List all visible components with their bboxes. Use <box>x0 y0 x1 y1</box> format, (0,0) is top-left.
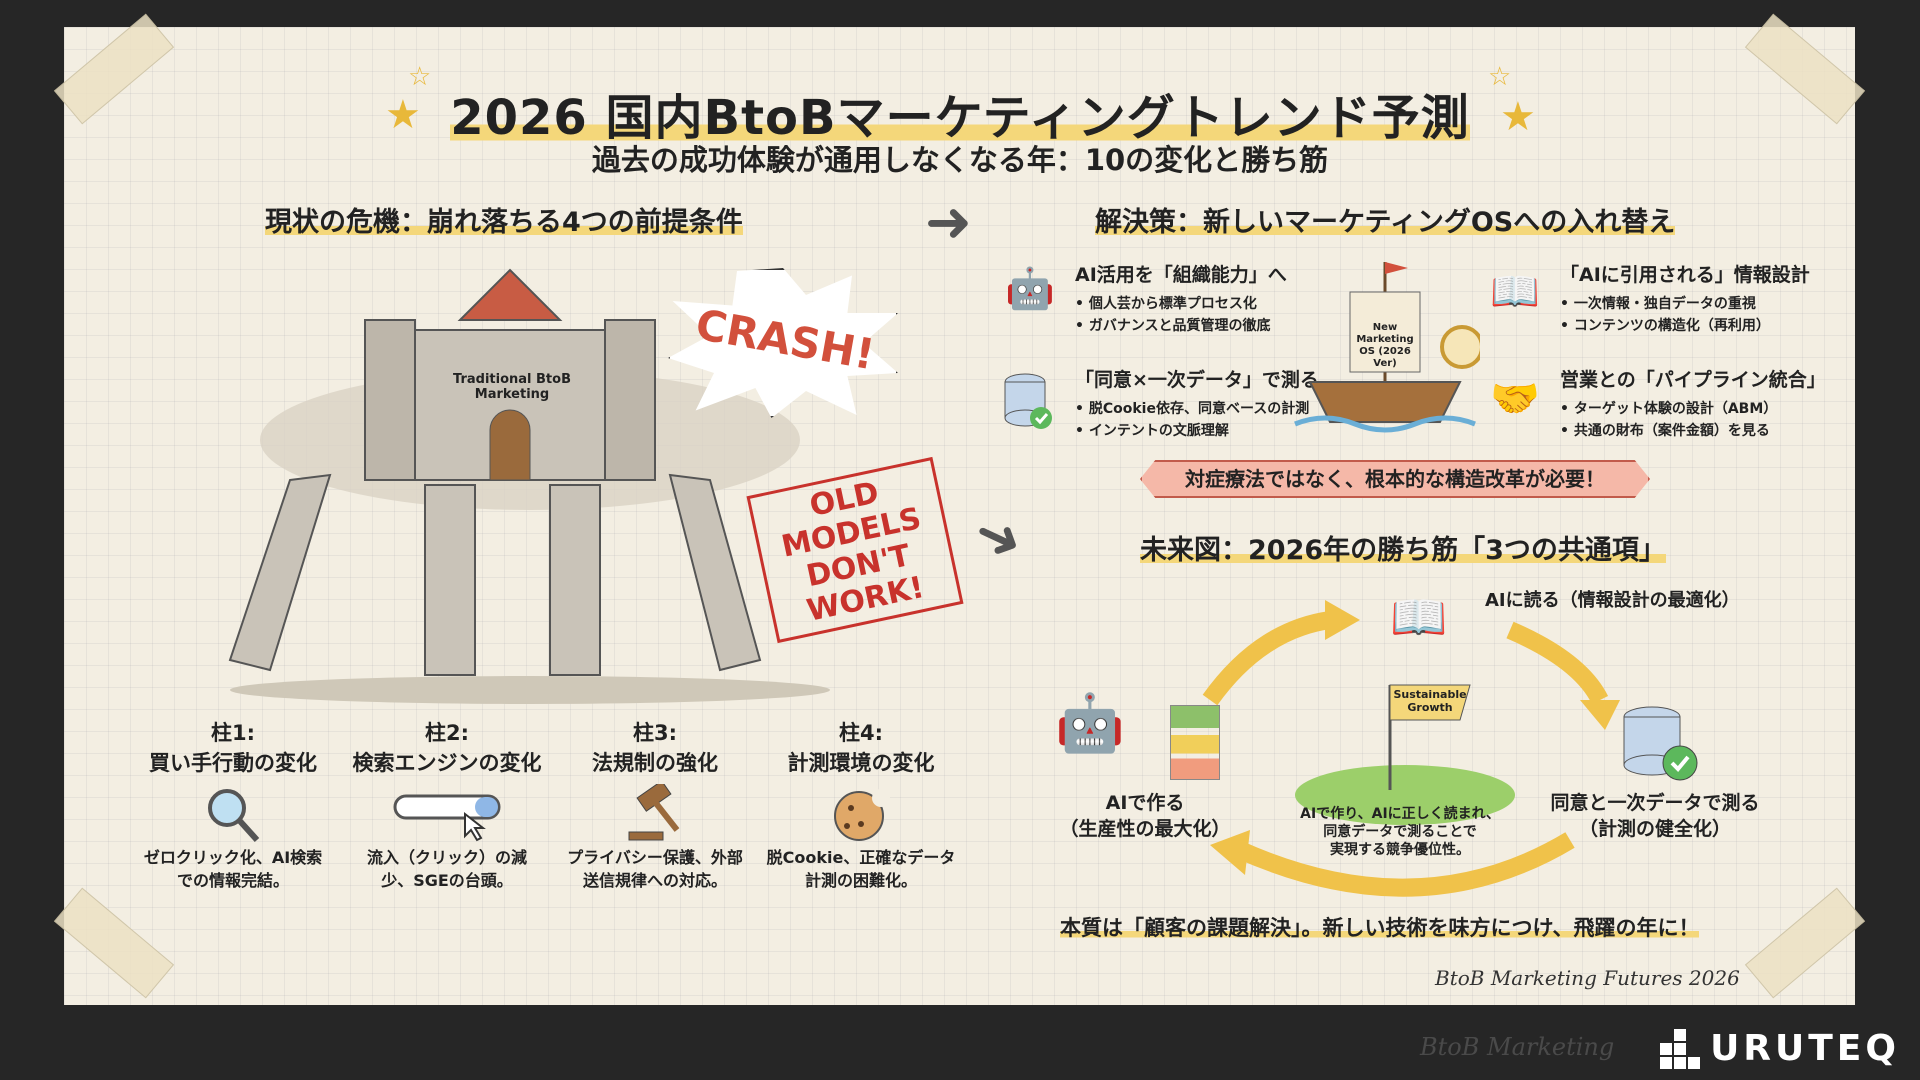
magnifier-icon <box>208 789 260 843</box>
pillar-3: 柱3: 法規制の強化 プライバシー保護、外部送信規律への対応。 <box>560 718 750 892</box>
item-title: 営業との「パイプライン統合」 <box>1560 369 1826 391</box>
item-title: 「同意×一次データ」で測る <box>1075 369 1319 391</box>
robot-writer-icon: 🤖 <box>1055 691 1125 756</box>
pillar-description: 脱Cookie、正確なデータ計測の困難化。 <box>766 848 956 890</box>
pillar-title: 計測環境の変化 <box>787 751 935 775</box>
item-bullet: • コンテンツの構造化（再利用） <box>1560 318 1770 334</box>
logo-mark-icon <box>1660 1028 1701 1069</box>
pillar-2: 柱2: 検索エンジンの変化 流入（クリック）の減少、SGEの台頭。 <box>352 718 542 892</box>
item-bullet: • 脱Cookie依存、同意ベースの計測 <box>1075 401 1310 417</box>
pillar-1: 柱1: 買い手行動の変化 ゼロクリック化、AI検索での情報完結。 <box>138 718 328 892</box>
star-icon: ☆ <box>408 62 432 92</box>
pillar-number: 柱3: <box>632 721 677 745</box>
make-label: AIで作る（生産性の最大化） <box>1059 792 1231 840</box>
item-bullet: • 個人芸から標準プロセス化 <box>1075 296 1257 312</box>
star-icon: ☆ <box>1488 62 1512 92</box>
gavel-icon <box>628 784 680 841</box>
solution-item-ai: AI活用を「組織能力」へ • 個人芸から標準プロセス化 • ガバナンスと品質管理… <box>1075 260 1287 337</box>
pillar-description: ゼロクリック化、AI検索での情報完結。 <box>143 848 323 890</box>
flag-label: Sustainable Growth <box>1393 688 1467 714</box>
castle-label: Traditional BtoB Marketing <box>453 372 571 402</box>
solution-item-ai-citation: 「AIに引用される」情報設計 • 一次情報・独自データの重視 • コンテンツの構… <box>1560 260 1810 337</box>
robot-icon: 🤖 <box>1005 266 1055 312</box>
measure-label: 同意と一次データで測る（計測の健全化） <box>1550 792 1760 840</box>
item-bullet: • インテントの文脈理解 <box>1075 423 1229 439</box>
crisis-heading: 現状の危機：崩れ落ちる4つの前提条件 <box>265 207 743 238</box>
conclusion: 本質は「顧客の課題解決」。新しい技術を味方につけ、飛躍の年に！ <box>1060 916 1700 940</box>
solution-item-pipeline: 営業との「パイプライン統合」 • ターゲット体験の設計（ABM） • 共通の財布… <box>1560 365 1826 442</box>
pillar-number: 柱1: <box>210 721 255 745</box>
structural-reform-banner: 対症療法ではなく、根本的な構造改革が必要！ <box>1140 460 1650 498</box>
item-bullet: • 共通の財布（案件金額）を見る <box>1560 423 1770 439</box>
book-ai-icon: 📖 <box>1390 590 1448 644</box>
tape-decoration <box>53 887 175 999</box>
pillar-4: 柱4: 計測環境の変化 脱Cookie、正確なデータ計測の困難化。 <box>766 718 956 892</box>
item-bullet: • 一次情報・独自データの重視 <box>1560 296 1756 312</box>
handshake-chart-icon: 🤝 <box>1490 376 1540 422</box>
pillar-number: 柱2: <box>424 721 469 745</box>
database-check-icon <box>1004 373 1052 429</box>
ship-label: New Marketing OS (2026 Ver) <box>1356 322 1414 369</box>
tape-decoration <box>1744 13 1866 125</box>
document-icon <box>1170 705 1220 780</box>
arrow-icon: ➜ <box>925 190 972 255</box>
cookie-icon <box>834 789 890 841</box>
cycle-arrows <box>1202 600 1620 897</box>
book-magnifier-icon: 📖 <box>1490 269 1540 315</box>
collapsing-castle-illustration <box>228 268 830 704</box>
solution-heading: 解決策：新しいマーケティングOSへの入れ替え <box>1095 207 1676 238</box>
solution-item-consent-data: 「同意×一次データ」で測る • 脱Cookie依存、同意ベースの計測 • インテ… <box>1075 365 1319 442</box>
item-title: 「AIに引用される」情報設計 <box>1560 264 1810 286</box>
tape-decoration <box>53 13 175 125</box>
database-check-icon <box>1623 706 1698 781</box>
star-icon: ★ <box>385 92 421 138</box>
search-bar-icon <box>393 794 501 842</box>
read-label: AIに読る（情報設計の最適化） <box>1485 590 1740 611</box>
star-icon: ★ <box>1500 94 1536 140</box>
tape-decoration <box>1744 887 1866 999</box>
center-message: AIで作り、AIに正しく読まれ、同意データで測ることで実現する競争優位性。 <box>1300 806 1500 858</box>
pillar-description: プライバシー保護、外部送信規律への対応。 <box>567 848 743 890</box>
ghost-signature: BtoB Marketing <box>1420 1033 1615 1061</box>
page-title: 2026 国内BtoBマーケティングトレンド予測 <box>450 90 1470 146</box>
item-bullet: • ガバナンスと品質管理の徹底 <box>1075 318 1271 334</box>
pillar-description: 流入（クリック）の減少、SGEの台頭。 <box>366 848 527 890</box>
pillar-title: 法規制の強化 <box>592 751 718 775</box>
infographic-card <box>53 13 1866 1005</box>
item-bullet: • ターゲット体験の設計（ABM） <box>1560 401 1778 417</box>
pillar-title: 買い手行動の変化 <box>149 751 317 775</box>
signature: BtoB Marketing Futures 2026 <box>1435 966 1740 990</box>
pillar-number: 柱4: <box>838 721 883 745</box>
item-title: AI活用を「組織能力」へ <box>1075 264 1287 286</box>
page-subtitle: 過去の成功体験が通用しなくなる年：10の変化と勝ち筋 <box>591 143 1329 177</box>
pillar-title: 検索エンジンの変化 <box>352 751 542 775</box>
uruteq-logo: URUTEQ <box>1660 1028 1900 1069</box>
ship-illustration <box>1294 262 1480 433</box>
future-heading: 未来図：2026年の勝ち筋「3つの共通項」 <box>1140 535 1666 566</box>
